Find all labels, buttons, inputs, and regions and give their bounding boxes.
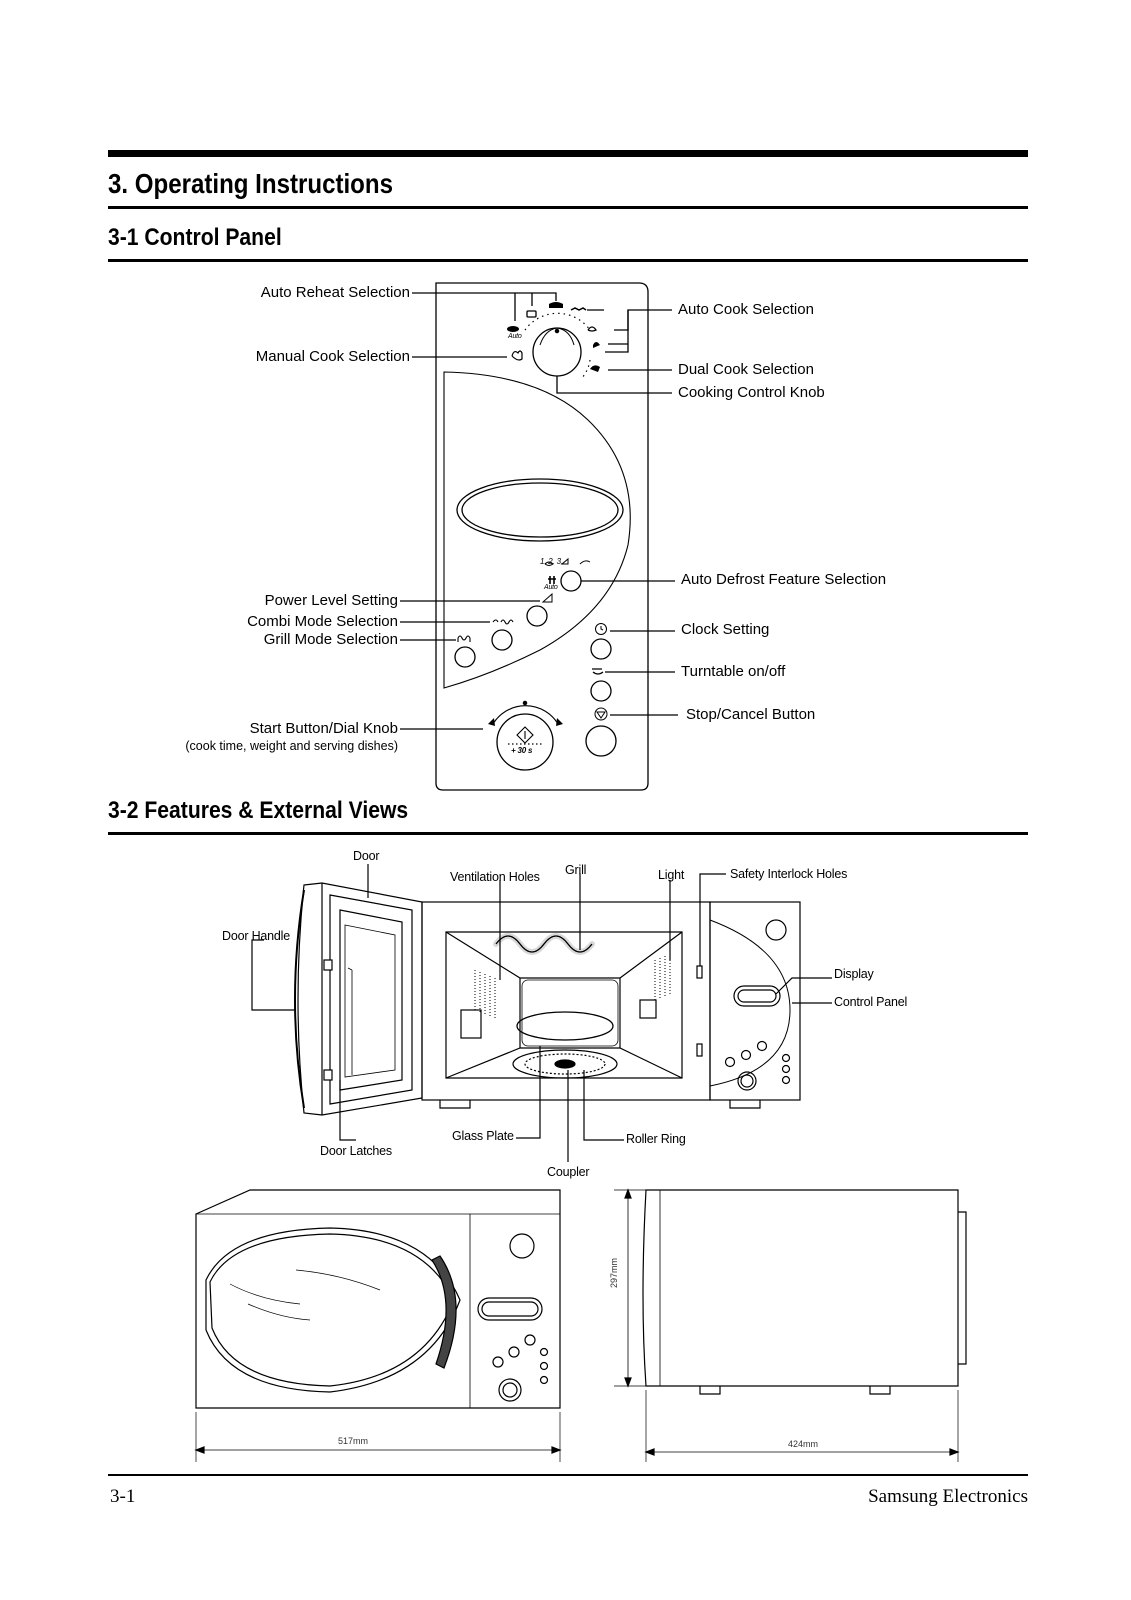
label-clock: Clock Setting [681, 621, 770, 638]
panel-auto-defrost-text: Auto [544, 584, 558, 591]
footer-company: Samsung Electronics [868, 1486, 1028, 1507]
panel-plus-30: + 30 s [511, 746, 533, 755]
dimension-height: 297mm [609, 1257, 619, 1288]
label-door-latches: Door Latches [320, 1144, 392, 1158]
label-turntable: Turntable on/off [681, 663, 786, 680]
label-auto-defrost: Auto Defrost Feature Selection [681, 571, 887, 588]
label-auto-reheat: Auto Reheat Selection [260, 284, 410, 301]
panel-auto-text: Auto [508, 333, 522, 340]
dimension-depth: 424mm [788, 1439, 819, 1449]
label-roller-ring: Roller Ring [626, 1132, 686, 1146]
label-dual-cook: Dual Cook Selection [678, 361, 814, 378]
section-1-rule [108, 259, 1028, 262]
label-light: Light [658, 868, 685, 882]
label-grill-mode: Grill Mode Selection [263, 631, 398, 648]
label-glass-plate: Glass Plate [452, 1129, 514, 1143]
section-2-rule [108, 832, 1028, 835]
section-1-title: 3-1 Control Panel [108, 224, 282, 251]
label-cooking-knob: Cooking Control Knob [678, 384, 825, 401]
label-manual-cook: Manual Cook Selection [255, 348, 410, 365]
label-start-button: Start Button/Dial Knob [249, 720, 398, 737]
heading-rule [108, 206, 1028, 209]
top-rule [108, 150, 1028, 157]
footer-page-number: 3-1 [110, 1486, 136, 1507]
dimension-width: 517mm [338, 1436, 369, 1446]
label-safety-interlock: Safety Interlock Holes [730, 867, 848, 881]
footer-rule [108, 1474, 1028, 1476]
label-control-panel: Control Panel [834, 995, 908, 1009]
label-auto-cook: Auto Cook Selection [678, 301, 814, 318]
section-2-title: 3-2 Features & External Views [108, 797, 409, 824]
label-start-note: (cook time, weight and serving dishes) [185, 739, 398, 753]
page-heading: 3. Operating Instructions [108, 168, 393, 199]
label-door: Door [353, 849, 380, 863]
label-coupler: Coupler [547, 1165, 590, 1179]
label-power-level: Power Level Setting [264, 592, 398, 609]
label-ventilation-holes: Ventilation Holes [450, 870, 540, 884]
label-combi-mode: Combi Mode Selection [247, 613, 398, 630]
label-door-handle: Door Handle [222, 929, 290, 943]
label-stop-cancel: Stop/Cancel Button [686, 706, 816, 723]
label-display: Display [834, 967, 874, 981]
label-grill: Grill [565, 863, 587, 877]
panel-defrost-steps: 1. 2. 3. [540, 557, 563, 566]
